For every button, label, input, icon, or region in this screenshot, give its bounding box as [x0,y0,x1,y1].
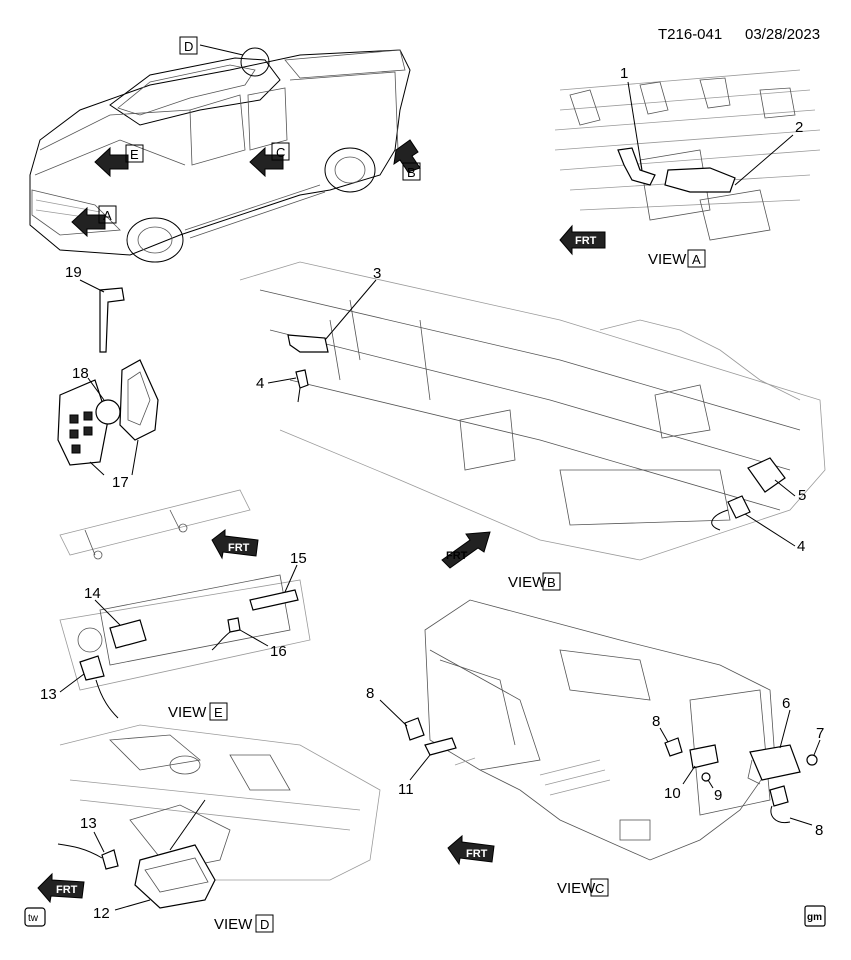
callout-9: 9 [714,787,722,804]
svg-text:FRT: FRT [446,550,468,562]
view-arrow-b: B [393,139,421,181]
view-arrow-a: A [71,205,117,238]
svg-text:FRT: FRT [228,542,250,554]
callout-7: 7 [816,725,824,742]
callout-8-right: 8 [815,822,823,839]
callout-2: 2 [795,119,803,136]
view-e-title: VIEW E [168,702,228,721]
callout-19: 19 [65,264,82,281]
callout-18: 18 [72,365,89,382]
svg-text:VIEW: VIEW [168,704,207,721]
callout-3: 3 [373,265,381,282]
svg-text:VIEW: VIEW [214,916,253,933]
view-b-title: VIEW B [508,572,561,591]
svg-text:VIEW: VIEW [557,880,596,897]
callout-5: 5 [798,487,806,504]
svg-text:B: B [547,575,556,590]
callout-17: 17 [112,474,129,491]
callout-14: 14 [84,585,101,602]
svg-text:E: E [130,147,139,162]
svg-text:FRT: FRT [56,884,78,896]
view-c-title: VIEW C [557,878,609,897]
key-fob-17 [57,359,159,476]
view-marker-d: D [179,36,198,55]
callout-15: 15 [290,550,307,567]
svg-text:FRT: FRT [575,235,597,247]
callout-8-left: 8 [366,685,374,702]
svg-text:B: B [407,165,416,180]
key-blade-19 [79,279,125,353]
callout-10: 10 [664,785,681,802]
svg-text:C: C [276,145,285,160]
front-arrow-view-a: FRT [559,224,606,256]
callout-13-view-e: 13 [40,686,57,703]
callout-8-center: 8 [652,713,660,730]
svg-text:D: D [184,39,193,54]
svg-text:gm: gm [807,912,822,923]
front-arrow-view-d: FRT [37,872,85,904]
callout-13-view-d: 13 [80,815,97,832]
svg-text:A: A [692,252,701,267]
view-d-title: VIEW D [214,914,274,933]
gm-logo: gm [804,905,826,927]
view-arrow-c: C [249,142,290,178]
svg-text:tw: tw [28,913,39,924]
svg-text:A: A [103,208,112,223]
callout-11: 11 [398,781,414,798]
svg-text:E: E [214,705,223,720]
svg-text:VIEW: VIEW [648,251,687,268]
front-arrow-view-b: FRT [441,531,491,569]
vehicle-illustration [29,44,411,263]
view-arrow-e: E [94,144,144,178]
callout-12: 12 [93,905,110,922]
document-date: 03/28/2023 [745,26,820,43]
view-a-illustration [554,69,821,241]
view-c-illustration [379,599,821,861]
svg-text:FRT: FRT [466,848,488,860]
svg-text:D: D [260,917,269,932]
tw-logo: tw [24,907,46,927]
callout-16: 16 [270,643,287,660]
callout-4-right: 4 [797,538,805,555]
callout-4-left: 4 [256,375,264,392]
battery-18 [87,377,121,425]
callout-6: 6 [782,695,790,712]
view-a-title: VIEW A [648,249,706,268]
view-e-illustration [59,489,311,719]
svg-text:VIEW: VIEW [508,574,547,591]
view-b-illustration [239,261,826,561]
document-id: T216-041 [658,26,722,43]
front-arrow-view-e: FRT [211,528,259,560]
svg-text:C: C [595,881,604,896]
view-d-illustration [57,724,381,911]
front-arrow-view-c: FRT [447,834,495,866]
callout-1: 1 [620,65,628,82]
